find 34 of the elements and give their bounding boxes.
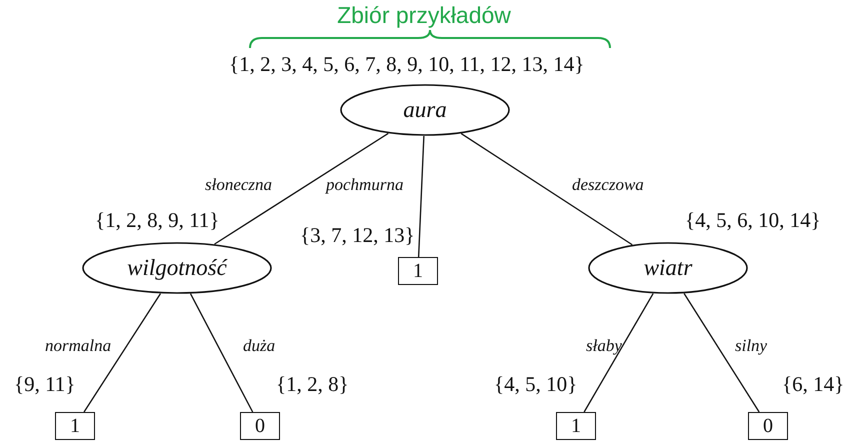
leaf-box: 1: [556, 412, 596, 440]
tree-branch: [84, 293, 162, 412]
decision-ellipse: [82, 242, 272, 294]
leaf-box: 1: [55, 412, 95, 440]
example-set: {1, 2, 3, 4, 5, 6, 7, 8, 9, 10, 11, 12, 13, 14}: [229, 52, 584, 77]
example-set: {4, 5, 6, 10, 14}: [685, 208, 821, 233]
tree-branch: [460, 132, 633, 246]
example-set: {6, 14}: [782, 372, 844, 397]
edge-label: deszczowa: [572, 175, 644, 195]
heading: Zbiór przykładów: [336, 2, 512, 29]
decision-ellipse: [588, 242, 748, 294]
example-set: {9, 11}: [14, 372, 76, 397]
tree-branch: [684, 293, 760, 412]
edge-label: słaby: [586, 336, 622, 356]
edge-label: słoneczna: [205, 175, 272, 195]
example-set: {4, 5, 10}: [494, 372, 578, 397]
node-label: wiatr: [644, 255, 692, 281]
node-label: wilgotność: [127, 255, 227, 281]
leaf-box: 0: [748, 412, 788, 440]
tree-branch: [584, 293, 654, 412]
node-label: aura: [403, 97, 447, 123]
edge-label: silny: [735, 336, 768, 356]
example-set: {1, 2, 8}: [276, 372, 349, 397]
tree-branch: [214, 132, 389, 245]
leaf-box: 0: [240, 412, 280, 440]
edge-label: duża: [243, 336, 276, 356]
example-set: {1, 2, 8, 9, 11}: [95, 208, 220, 233]
edge-label: pochmurna: [326, 175, 404, 195]
example-set: {3, 7, 12, 13}: [300, 223, 415, 248]
decision-ellipse: [340, 84, 510, 136]
leaf-box: 1: [398, 257, 438, 285]
tree-branch: [418, 136, 425, 258]
tree-branch: [190, 293, 254, 412]
edge-label: normalna: [45, 336, 112, 356]
